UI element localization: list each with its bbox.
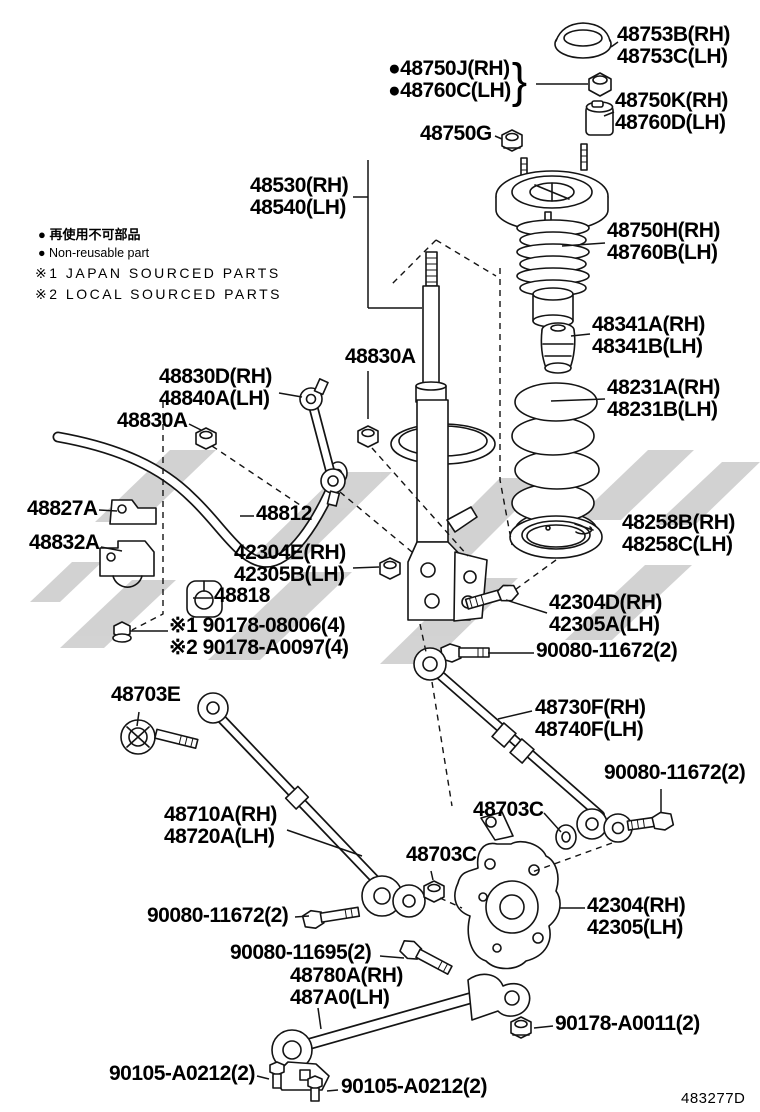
part-label-42304d: 42304D(RH) 42305A(LH) [549,591,662,636]
part-label-48530: 48530(RH) 48540(LH) [250,174,349,219]
part-label-48341a: 48341A(RH) 48341B(LH) [592,313,705,358]
part-label-90178-a0097: ※2 90178-A0097(4) [169,636,349,659]
part-label-90178-a0011: 90178-A0011(2) [555,1012,700,1035]
bushing-818-drawing [186,580,223,618]
leader-lines [98,41,662,1092]
support-mount-drawing [495,143,609,328]
part-label-90080-11695: 90080-11695(2) [230,941,372,964]
bolt-d-drawing [464,584,519,610]
part-label-48827a: 48827A [27,497,98,520]
part-label-48258b: 48258B(RH) 48258C(LH) [622,511,735,556]
construction-lines [131,239,613,909]
strut-rod-drawing [269,973,531,1102]
nut-a0011-drawing [510,1016,532,1039]
nut-e-drawing [379,557,401,580]
label-brace: } [511,52,527,108]
part-label-48750k: 48750K(RH) 48760D(LH) [615,89,728,134]
support-nut-drawing [588,72,612,97]
part-label-48231a: 48231A(RH) 48231B(LH) [607,376,720,421]
legend-jp: ● 再使用不可部品 [38,227,141,242]
stabilizer-nut-right-drawing [357,425,379,448]
part-label-48830a-left: 48830A [117,409,188,432]
lower-arm-drawing [197,692,426,918]
spring-seat-drawing [509,515,603,559]
knuckle-drawing [454,811,561,970]
bolt-11672-bl-drawing [301,906,361,929]
flange-nut-drawing [112,621,132,643]
part-label-42304e: 42304E(RH) 42305B(LH) [234,541,346,586]
part-label-48832a: 48832A [29,531,100,554]
legend-note1: ※1 JAPAN SOURCED PARTS [35,265,281,281]
part-label-48818: 48818 [214,584,270,607]
part-label-48830d: 48830D(RH) 48840A(LH) [159,365,272,410]
cap-drawing [554,22,612,59]
part-label-48750j: ●48750J(RH) ●48760C(LH)} [388,52,527,108]
part-label-48750g: 48750G [420,122,492,145]
part-label-48780a: 48780A(RH) 487A0(LH) [290,964,403,1009]
bolt-11695-drawing [399,940,453,975]
stabilizer-link-drawing [299,378,346,507]
part-label-48710a: 48710A(RH) 48720A(LH) [164,803,277,848]
part-label-48750h: 48750H(RH) 48760B(LH) [607,219,720,264]
part-label-48753b: 48753B(RH) 48753C(LH) [617,23,730,68]
part-label-42304: 42304(RH) 42305(LH) [587,894,686,939]
bolt-11672-mid-drawing [440,643,490,663]
part-label-90080-11672-right: 90080-11672(2) [604,761,746,784]
part-label-48830a-right: 48830A [345,345,416,368]
nut-c-drawing [423,880,445,903]
part-label-90178-08006: ※1 90178-08006(4) [169,614,346,637]
part-label-48703c-upper: 48703C [473,798,544,821]
diagram-code: 483277D [681,1090,746,1107]
part-label-48703c-lower: 48703C [406,843,477,866]
part-label-90080-11672-mid: 90080-11672(2) [536,639,678,662]
part-label-48703e: 48703E [111,683,181,706]
part-label-48730f: 48730F(RH) 48740F(LH) [535,696,646,741]
bolt-11672-right-drawing [626,811,675,831]
bump-stop-drawing [540,322,576,374]
legend-note2: ※2 LOCAL SOURCED PARTS [35,286,282,302]
part-label-90080-11672-bl: 90080-11672(2) [147,904,289,927]
bracket-a-drawing [109,499,157,525]
legend-en: ● Non-reusable part [38,246,150,260]
nut-g-drawing [501,129,523,152]
stabilizer-nut-left-drawing [195,427,217,450]
upper-arm-drawing [413,647,633,850]
part-label-90105-a0212-right: 90105-A0212(2) [341,1075,487,1098]
cam-washer-drawing [120,719,199,755]
part-label-48812: 48812 [256,502,312,525]
bushing-k-drawing [585,100,614,136]
part-label-90105-a0212-left: 90105-A0212(2) [109,1062,255,1085]
